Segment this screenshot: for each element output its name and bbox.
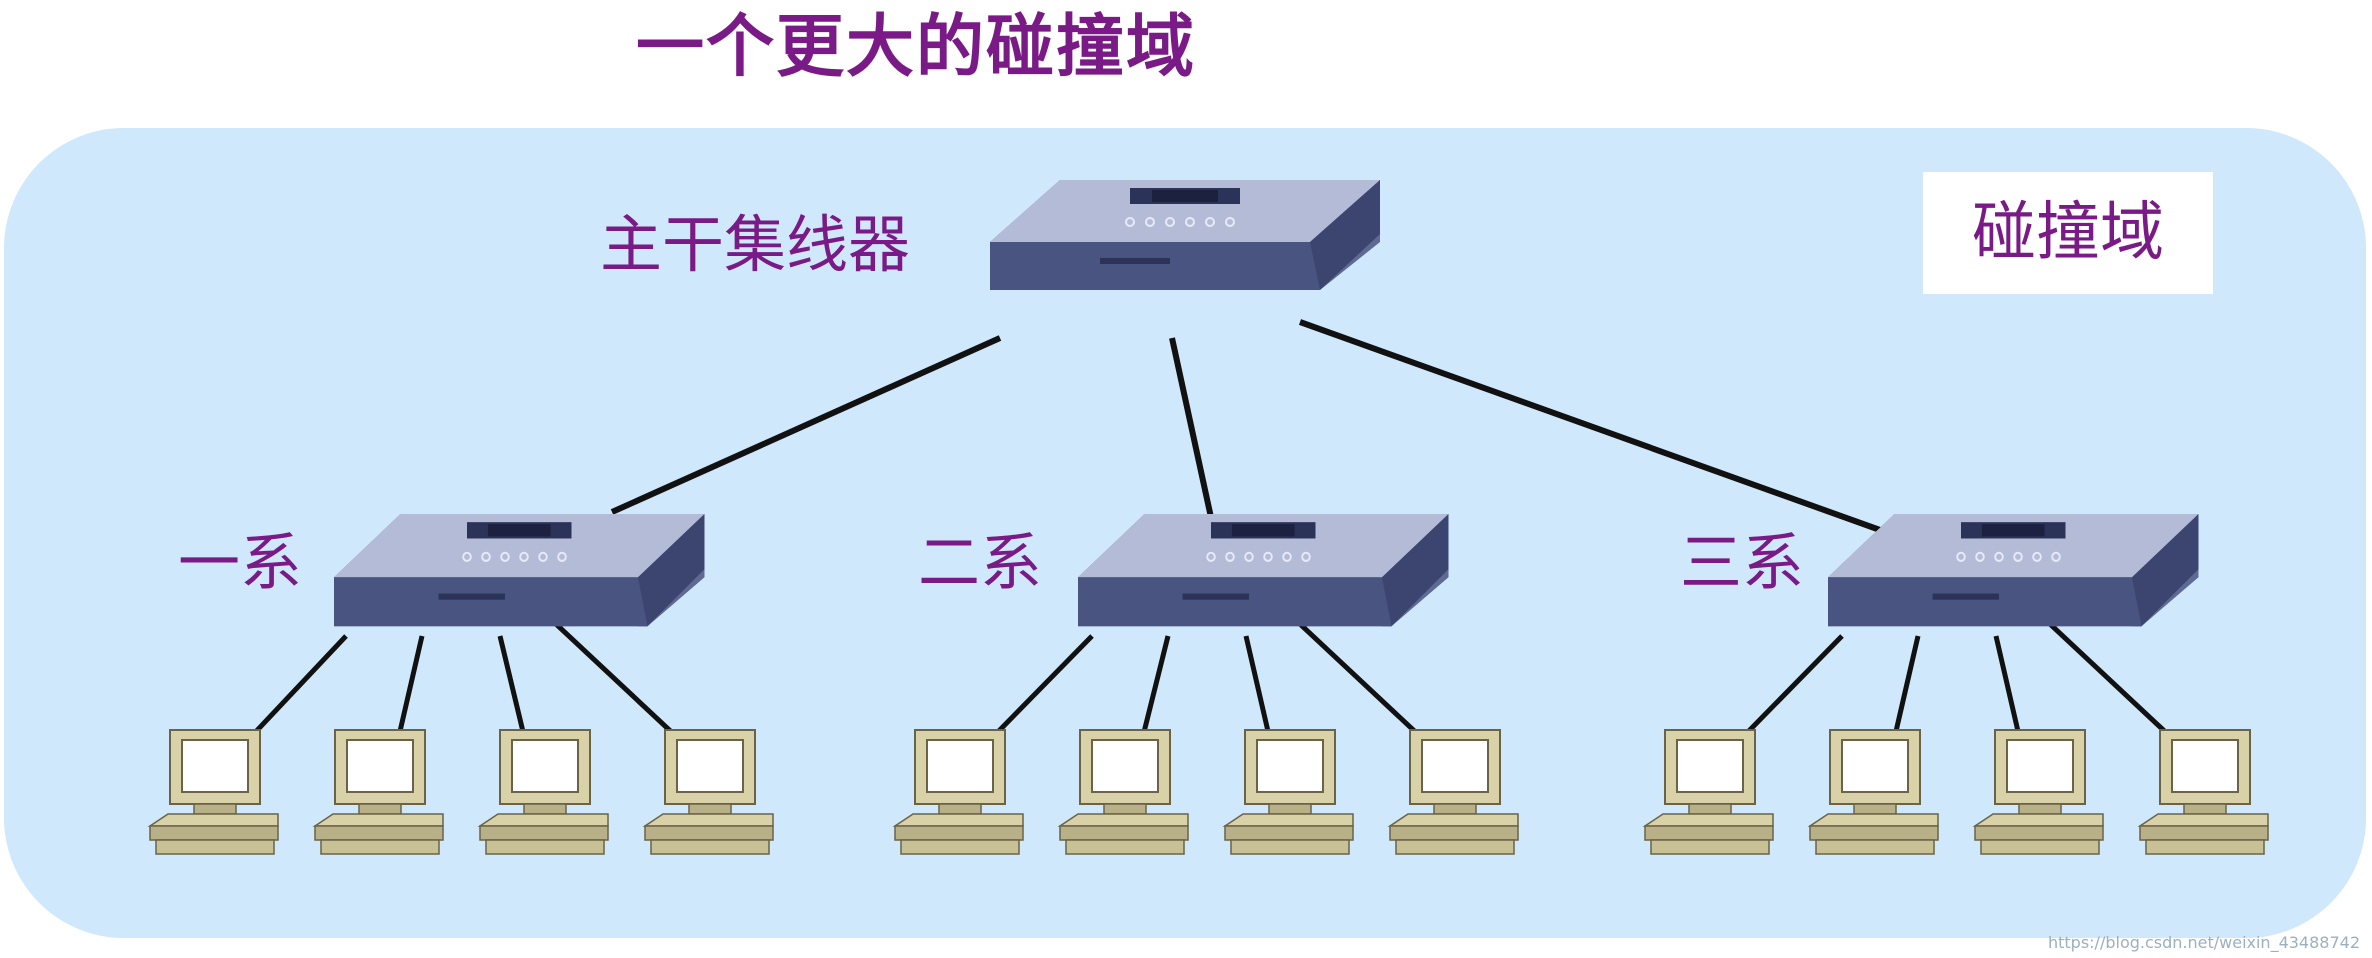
- pc-1-4: [644, 729, 774, 855]
- pc-2-2: [1059, 729, 1189, 855]
- pc-1-2: [314, 729, 444, 855]
- watermark: https://blog.csdn.net/weixin_43488742: [2047, 933, 2360, 952]
- pc-3-2: [1809, 729, 1939, 855]
- pc-2-1: [894, 729, 1024, 855]
- department-2-pcs: [894, 729, 1519, 855]
- department-1-label: 一系: [178, 526, 303, 599]
- department-2-hub: [1076, 512, 1450, 628]
- department-3-hub: [1826, 512, 2200, 628]
- pc-3-4: [2139, 729, 2269, 855]
- collision-domain-label: 碰撞域: [1923, 172, 2213, 294]
- diagram-title: 一个更大的碰撞域: [635, 8, 1196, 87]
- pc-2-3: [1224, 729, 1354, 855]
- department-3-label: 三系: [1680, 526, 1805, 599]
- pc-1-3: [479, 729, 609, 855]
- backbone-link-2: [1169, 337, 1215, 523]
- pc-2-4: [1389, 729, 1519, 855]
- pc-3-3: [1974, 729, 2104, 855]
- pc-3-1: [1644, 729, 1774, 855]
- backbone-hub-label: 主干集线器: [600, 208, 911, 281]
- department-1-hub: [332, 512, 706, 628]
- backbone-link-1: [610, 335, 1002, 515]
- backbone-link-3: [1298, 319, 1882, 533]
- backbone-hub: [989, 179, 1381, 291]
- department-1-pcs: [149, 729, 774, 855]
- department-3-pcs: [1644, 729, 2269, 855]
- department-2-label: 二系: [918, 526, 1043, 599]
- pc-1-1: [149, 729, 279, 855]
